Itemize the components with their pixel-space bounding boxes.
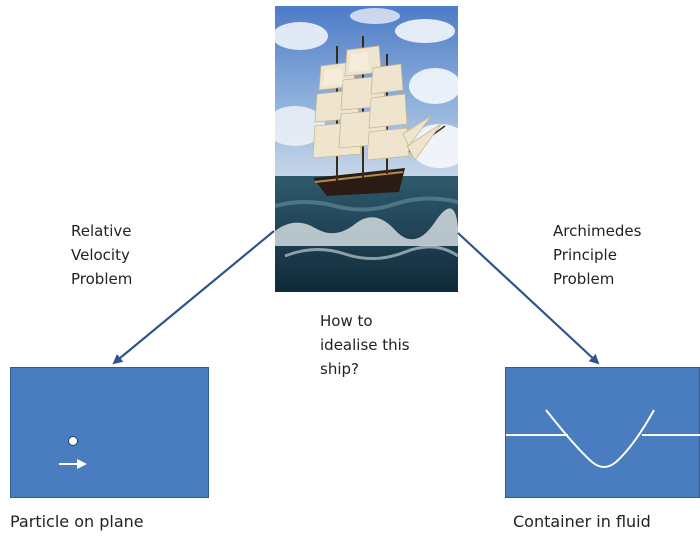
particle-caption: Particle on plane (10, 512, 144, 531)
particle-diagram (59, 436, 87, 469)
arrow-to-particle (112, 230, 275, 365)
velocity-arrow-head (77, 459, 87, 469)
relative-velocity-label: Relative Velocity Problem (71, 222, 133, 288)
ship-painting (275, 6, 458, 292)
container-in-fluid-panel (505, 367, 700, 498)
particle (68, 436, 78, 446)
particle-on-plane-panel (10, 367, 209, 498)
arrow-to-container (457, 232, 600, 365)
archimedes-label: Archimedes Principle Problem (553, 222, 642, 288)
ship-question-label: How to idealise this ship? (320, 312, 410, 378)
container-diagram (506, 409, 700, 468)
container-caption: Container in fluid (513, 512, 651, 531)
container-hull (545, 409, 655, 468)
